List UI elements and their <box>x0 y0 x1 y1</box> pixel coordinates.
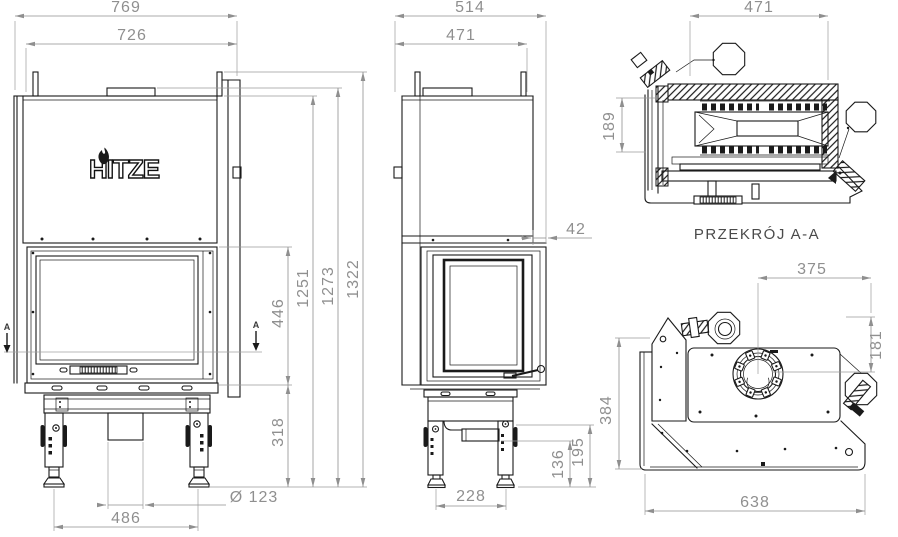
dim-flue-offset-x: 375 <box>757 261 872 374</box>
dim-plinth-height: 195 <box>516 424 594 487</box>
svg-text:486: 486 <box>111 510 141 527</box>
side-view: 514 471 42 136 <box>393 0 596 510</box>
side-door-handle <box>503 364 546 379</box>
dim-overall-depth: 514 <box>394 0 547 243</box>
side-base <box>401 384 547 489</box>
top-plate <box>687 347 862 423</box>
front-base <box>24 382 219 488</box>
dim-top-depth: 384 <box>598 337 650 470</box>
detail-callout-latch <box>838 101 877 159</box>
dim-section-depth: 189 <box>601 97 656 153</box>
top-side-wing <box>651 317 687 422</box>
svg-text:318: 318 <box>270 417 287 447</box>
dim-duct-height: 136 <box>501 440 574 487</box>
section-dimensions: 471 189 <box>601 0 829 153</box>
brand-logo: HITZE <box>88 147 161 185</box>
dim-section-width: 471 <box>689 0 829 80</box>
dim-body-width: 726 <box>25 27 237 92</box>
top-dimensions: 375 181 384 638 <box>598 261 885 515</box>
svg-text:136: 136 <box>550 449 567 479</box>
front-right-leg <box>185 412 212 488</box>
section-label: PRZEKRÓJ A-A <box>694 226 820 243</box>
dim-feet-spacing: 486 <box>53 489 199 531</box>
detail-callout-side-latch <box>842 372 878 417</box>
front-air-duct <box>107 412 144 441</box>
side-door <box>420 246 547 386</box>
detail-callout-damper-rod <box>680 311 741 345</box>
dim-duct-diameter: Ø 123 <box>97 442 279 509</box>
dim-height-1251: 1251 <box>224 95 317 487</box>
detail-callout-damper <box>675 42 746 76</box>
dim-top-width: 638 <box>644 474 866 515</box>
side-air-duct <box>461 428 500 442</box>
top-view: 375 181 384 638 <box>598 261 885 515</box>
section-marker-a-right: A <box>253 320 260 330</box>
side-left-leg <box>423 420 446 489</box>
flue-collar <box>732 348 784 400</box>
svg-text:228: 228 <box>456 488 486 505</box>
flue-bolt-tabs <box>734 350 782 398</box>
dim-side-feet-spacing: 228 <box>435 488 507 510</box>
dim-door-offset: 42 <box>521 221 592 245</box>
section-cut-marker: A A <box>3 320 262 353</box>
svg-text:195: 195 <box>570 437 587 467</box>
dim-flue-offset-y: 181 <box>772 316 885 373</box>
section-latch-mechanism <box>828 159 866 193</box>
front-handle-strip <box>59 365 138 375</box>
side-view-body <box>393 71 547 386</box>
front-door <box>26 246 218 384</box>
dim-base-height: 318 <box>270 385 291 487</box>
flame-icon <box>98 147 110 165</box>
svg-text:384: 384 <box>598 395 615 425</box>
section-handle-strip <box>693 195 743 205</box>
section-damper-mechanism <box>630 51 671 89</box>
svg-text:471: 471 <box>744 0 774 16</box>
svg-text:726: 726 <box>117 27 147 44</box>
section-marker-a-left: A <box>4 322 11 332</box>
svg-text:Ø 123: Ø 123 <box>230 489 279 506</box>
section-view: 471 189 PRZEKRÓJ A-A <box>601 0 877 243</box>
svg-text:375: 375 <box>797 261 827 278</box>
front-view: A A HITZE 769 726 <box>3 0 367 531</box>
dim-glass-height: 446 <box>219 246 292 386</box>
svg-text:514: 514 <box>455 0 485 16</box>
dim-overall-width: 769 <box>14 0 238 90</box>
svg-text:769: 769 <box>111 0 141 16</box>
section-outline <box>644 83 863 204</box>
dim-body-depth: 471 <box>395 27 528 92</box>
svg-text:1251: 1251 <box>295 268 312 308</box>
top-outline <box>639 351 866 471</box>
svg-text:1322: 1322 <box>345 259 362 299</box>
dim-height-1322: 1322 <box>224 71 367 487</box>
side-right-leg <box>496 420 518 489</box>
svg-text:181: 181 <box>868 330 885 360</box>
svg-text:638: 638 <box>740 494 770 511</box>
svg-text:446: 446 <box>270 298 287 328</box>
svg-text:189: 189 <box>601 111 618 141</box>
side-dimensions: 514 471 42 136 <box>394 0 596 510</box>
svg-text:471: 471 <box>446 27 476 44</box>
front-dimensions: 769 726 446 318 1251 <box>14 0 367 531</box>
front-left-leg <box>40 412 67 488</box>
dim-height-1273: 1273 <box>157 87 342 487</box>
front-view-body <box>13 71 242 398</box>
svg-text:1273: 1273 <box>320 266 337 306</box>
section-firebox <box>661 100 837 205</box>
svg-text:42: 42 <box>566 221 586 238</box>
